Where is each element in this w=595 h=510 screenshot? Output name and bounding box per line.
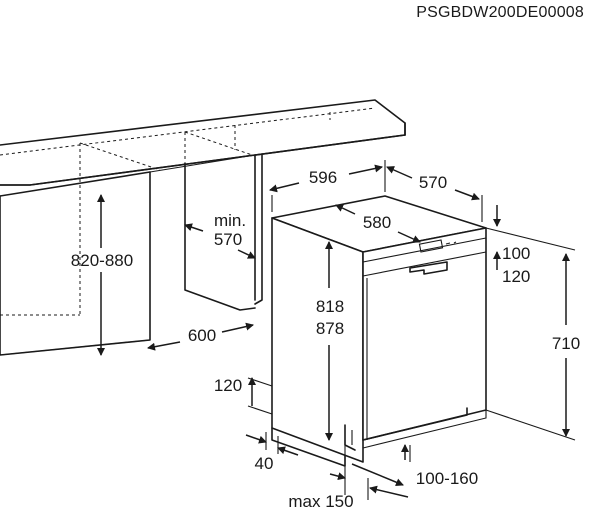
dim-niche-width: 600 (147, 322, 254, 351)
niche-walls (149, 153, 263, 311)
label-panel-height-1: 100 (502, 244, 530, 263)
label-appliance-width: 596 (309, 168, 337, 187)
countertop-hidden-edges (0, 107, 376, 316)
dim-appliance-depth: 570 (386, 166, 483, 222)
dim-plinth-offset: 40 (245, 432, 299, 473)
dim-appliance-height: 818 878 (316, 241, 344, 441)
label-panel-height-2: 120 (502, 267, 530, 286)
label-appliance-height-2: 878 (316, 319, 344, 338)
label-door-height: 710 (552, 334, 580, 353)
left-cabinet (0, 171, 151, 356)
label-plinth-offset: 40 (255, 454, 274, 473)
label-appliance-depth-inner: 580 (363, 213, 391, 232)
label-niche-height: 820-880 (71, 251, 133, 270)
dim-door-height: 710 (485, 227, 580, 441)
label-appliance-height-1: 818 (316, 297, 344, 316)
label-niche-depth-min: min. (214, 211, 246, 230)
diagram-code: PSGBDW200DE00008 (416, 4, 584, 21)
dim-appliance-width: 596 (269, 160, 386, 212)
dim-plinth-height: 120 (214, 376, 273, 415)
dim-max-depth: max 150 (288, 472, 409, 510)
label-appliance-depth: 570 (419, 173, 447, 192)
label-max-depth: max 150 (288, 492, 353, 510)
label-plinth-height: 120 (214, 376, 242, 395)
dim-plinth-gap: 100-160 (344, 440, 478, 495)
dim-appliance-depth-inner: 580 (335, 204, 421, 243)
label-niche-width: 600 (188, 326, 216, 345)
dishwasher (271, 195, 487, 467)
dim-panel-height: 100 120 (493, 205, 530, 286)
dim-niche-depth: min. 570 (184, 211, 256, 259)
label-plinth-gap: 100-160 (416, 469, 478, 488)
dim-niche-height: 820-880 (71, 194, 133, 356)
countertop (0, 99, 406, 197)
label-niche-depth: 570 (214, 230, 242, 249)
